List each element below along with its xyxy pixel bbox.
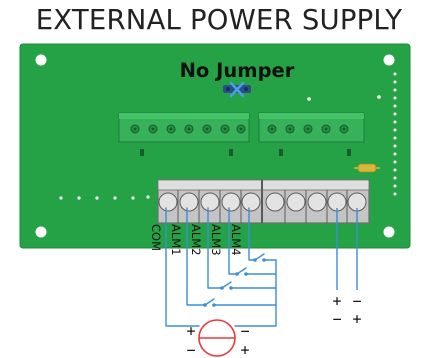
mounting-hole-top-left xyxy=(35,54,47,66)
board-dot xyxy=(377,95,381,99)
supply-right-minus: − xyxy=(352,292,361,310)
supply-left-minus: − xyxy=(332,310,341,328)
board-caption: No Jumper xyxy=(180,59,295,82)
mounting-hole-top-right xyxy=(383,54,395,66)
jumper-x-mark-icon xyxy=(223,81,251,98)
terminal-label-alm4: ALM4 xyxy=(229,224,243,256)
upper-connector-left xyxy=(118,112,250,156)
source-left-plus: + xyxy=(186,322,195,340)
supply-wires xyxy=(336,208,358,290)
terminal-label-alm3: ALM3 xyxy=(209,224,223,256)
alarm-wiring xyxy=(165,207,277,327)
terminal-label-alm1: ALM1 xyxy=(169,224,183,256)
terminal-block xyxy=(157,179,370,224)
pin-header-right xyxy=(393,72,397,196)
source-left-minus: − xyxy=(186,341,195,358)
fuse-component xyxy=(354,163,380,173)
upper-connector-right xyxy=(258,112,365,156)
supply-left-plus: + xyxy=(332,292,341,310)
pin-header-left xyxy=(59,195,150,200)
source-right-minus: − xyxy=(240,322,249,340)
mounting-hole-bottom-left xyxy=(35,226,47,238)
dc-source-icon xyxy=(198,319,236,357)
terminal-label-com: COM xyxy=(149,224,163,251)
page-title: EXTERNAL POWER SUPPLY xyxy=(35,4,403,36)
terminal-label-alm2: ALM2 xyxy=(189,224,203,256)
source-right-plus: + xyxy=(240,341,249,358)
board-dot xyxy=(307,97,311,101)
switch-contacts xyxy=(203,258,266,307)
mounting-hole-bottom-right xyxy=(383,226,395,238)
circuit-board: No Jumper xyxy=(19,43,411,249)
supply-right-plus: + xyxy=(352,310,361,328)
